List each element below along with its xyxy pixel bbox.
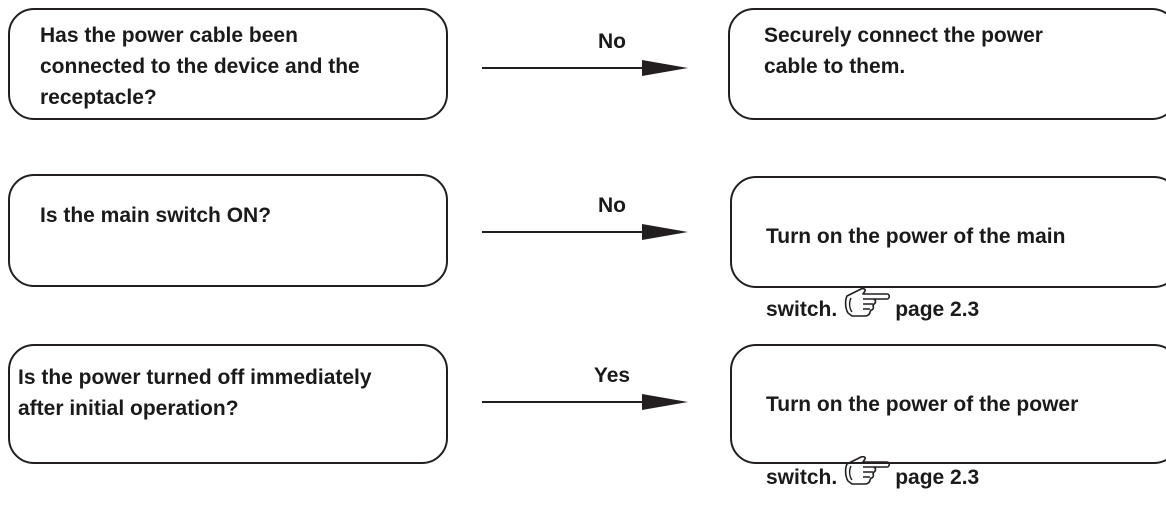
action-line-2: switch. page 2.3: [766, 455, 1078, 498]
right-arrow-icon: [482, 394, 688, 410]
action-line-2: switch. page 2.3: [766, 287, 1065, 330]
connector-yes: Yes: [482, 364, 692, 424]
question-text: Has the power cable been connected to th…: [40, 24, 360, 109]
action-line-1: Turn on the power of the main: [766, 225, 1066, 248]
action-text: Turn on the power of the power switch. p…: [766, 358, 1078, 529]
question-box-power-cable: Has the power cable been connected to th…: [8, 8, 448, 120]
question-box-main-switch: Is the main switch ON?: [8, 174, 448, 287]
action-text: Turn on the power of the main switch. pa…: [766, 190, 1065, 361]
connector-no: No: [482, 30, 692, 90]
action-line-2-text: switch.: [766, 466, 838, 490]
connector-no: No: [482, 194, 692, 254]
action-box-power-switch: Turn on the power of the power switch. p…: [730, 344, 1166, 489]
action-text: Securely connect the power cable to them…: [764, 24, 1043, 78]
connector-label: No: [598, 30, 626, 53]
action-line-1: Turn on the power of the power: [766, 393, 1079, 416]
action-box-main-switch: Turn on the power of the main switch. pa…: [730, 176, 1166, 321]
right-arrow-icon: [482, 224, 688, 240]
flow-row-power-off: Is the power turned off immediately afte…: [0, 340, 1166, 489]
connector-label: No: [598, 194, 626, 217]
flow-row-main-switch: Is the main switch ON? No Turn on the po…: [0, 170, 1166, 321]
troubleshooting-flowchart: Has the power cable been connected to th…: [0, 0, 1166, 489]
right-arrow-icon: [482, 60, 688, 76]
question-box-power-off: Is the power turned off immediately afte…: [8, 344, 448, 464]
connector-label: Yes: [593, 364, 631, 387]
question-text: Is the main switch ON?: [40, 204, 272, 227]
flow-row-power-cable: Has the power cable been connected to th…: [0, 0, 1166, 130]
pointing-hand-icon: [843, 287, 891, 327]
action-box-connect-cable: Securely connect the power cable to them…: [728, 8, 1166, 120]
pointing-hand-icon: [843, 455, 891, 495]
question-text: Is the power turned off immediately afte…: [18, 366, 372, 420]
action-line-2-text: switch.: [766, 298, 838, 322]
page-reference[interactable]: page 2.3: [895, 466, 980, 490]
page-reference[interactable]: page 2.3: [895, 298, 980, 322]
